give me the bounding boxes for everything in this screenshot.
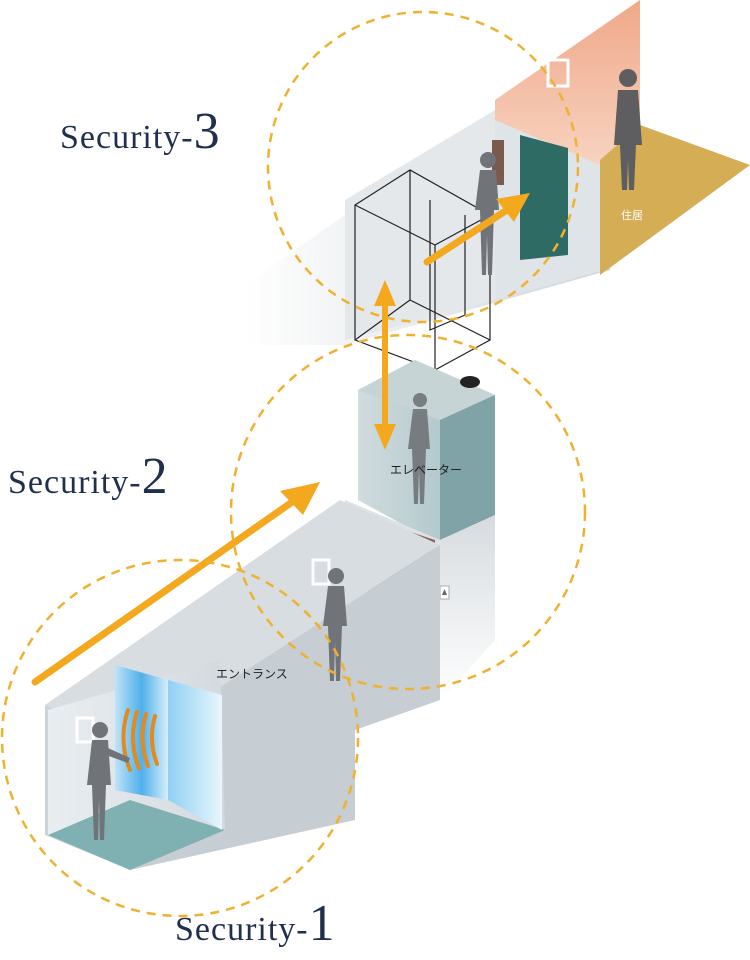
residence-label: 住居 — [621, 209, 643, 222]
security-3-label: Security-3 — [60, 103, 221, 160]
security-2-label: Security-2 — [8, 448, 169, 505]
security-1-circle — [0, 558, 360, 918]
entrance-label: エントランス — [216, 667, 288, 681]
security-3-circle — [266, 10, 580, 324]
arrow-head-residence — [496, 193, 530, 222]
wall-panel-upper — [546, 58, 570, 88]
entrance-floor — [48, 800, 225, 870]
person-entrance — [87, 722, 130, 840]
entrance-block — [45, 500, 440, 870]
upper-floor — [245, 0, 750, 345]
elevator-label: エレベーター — [390, 463, 463, 477]
route-arrows — [31, 193, 530, 686]
person-elevator — [408, 393, 430, 504]
residence-door — [520, 135, 568, 260]
camera-icon — [460, 376, 480, 388]
person-residence — [614, 69, 642, 190]
wall-panel-hall — [311, 558, 331, 586]
person-hall — [323, 568, 347, 681]
security-1-label: Security-1 — [175, 895, 336, 952]
card-reader-signal-icon — [121, 708, 159, 772]
arrow-head-down — [374, 424, 396, 450]
arrow-head-up — [374, 280, 396, 306]
security-circles — [0, 10, 587, 918]
residence-floor — [600, 125, 750, 275]
arrow-head-entrance — [280, 482, 320, 515]
security-2-circle — [229, 333, 587, 691]
